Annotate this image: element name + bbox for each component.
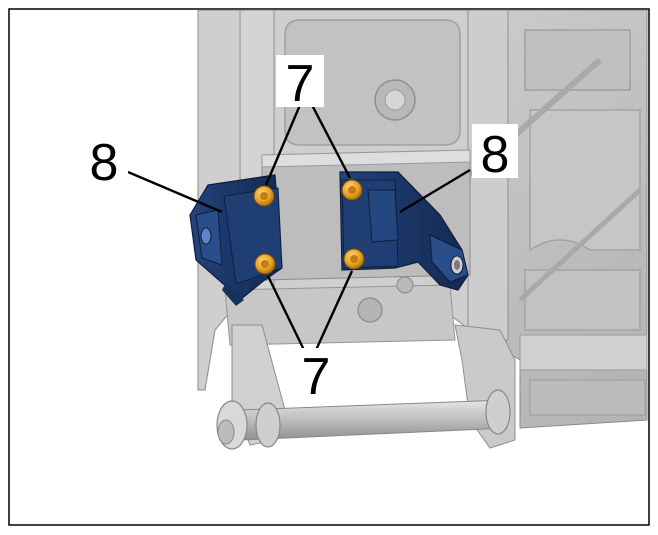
right-bracket (339, 171, 469, 291)
callout-top-7: 7 (276, 55, 324, 113)
bolt-top-left (253, 185, 275, 207)
callout-bottom-7-text: 7 (302, 348, 331, 406)
leader-bottom-7-left (266, 275, 306, 351)
leader-top-7-left (264, 104, 302, 186)
leader-top-7-right (310, 104, 352, 179)
callout-right-8-text: 8 (481, 126, 510, 184)
leader-right-8 (399, 168, 471, 214)
bolt-bottom-right (343, 248, 365, 270)
hinge-axle (216, 324, 516, 450)
callout-left-8: 8 (82, 132, 128, 192)
leader-bottom-7-right (314, 270, 354, 351)
callout-left-8-text: 8 (90, 134, 119, 192)
bolt-top-right (341, 179, 363, 201)
callout-top-7-text: 7 (286, 55, 315, 113)
callout-bottom-7: 7 (292, 348, 340, 406)
leader-lines (127, 104, 471, 351)
callout-right-8: 8 (472, 124, 518, 184)
leader-left-8 (127, 170, 223, 214)
bolt-bottom-left (254, 253, 276, 275)
